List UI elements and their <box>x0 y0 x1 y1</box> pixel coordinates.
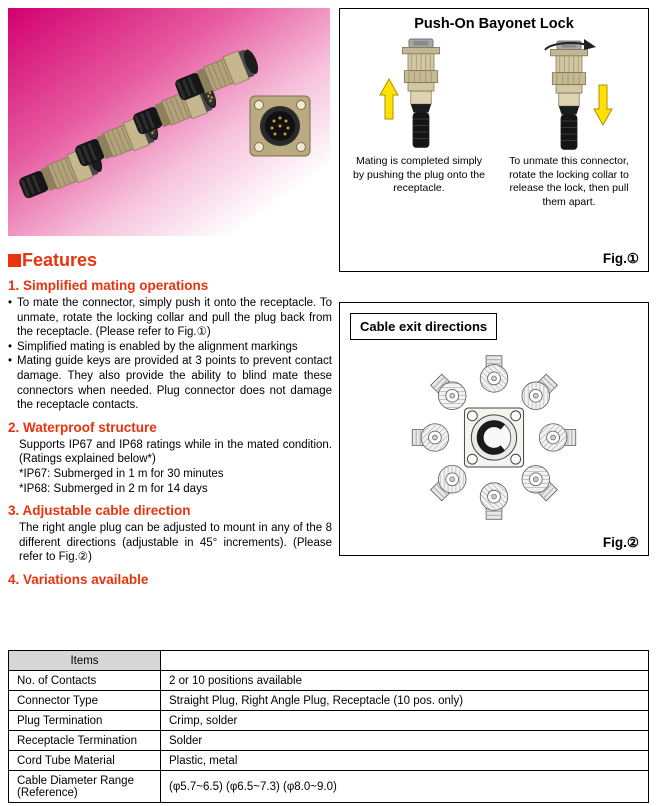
section-2-title: 2. Waterproof structure <box>8 419 157 435</box>
yellow-down-arrow-icon <box>593 84 613 126</box>
bullet-item-3: Mating guide keys are provided at 3 poin… <box>8 354 332 412</box>
rotate-arrow-icon <box>544 39 596 51</box>
row-label: Receptacle Termination <box>8 730 161 751</box>
table-header-row: Items <box>8 650 649 671</box>
cable-exit-diagram <box>411 355 577 520</box>
features-heading: Features <box>8 250 332 271</box>
section-1-title: 1. Simplified mating operations <box>8 278 209 293</box>
row-label: Cable Diameter Range (Reference) <box>8 770 161 803</box>
bullet-1-text: To mate the connector, simply push it on… <box>17 297 332 339</box>
mating-caption: Mating is completed simply by pushing th… <box>353 155 485 195</box>
bullet-item-2: Simplified mating is enabled by the alig… <box>8 340 332 355</box>
bayonet-lock-panel: Push-On Bayonet Lock <box>339 8 649 272</box>
table-header-empty <box>160 650 649 671</box>
yellow-up-arrow-icon <box>379 78 399 120</box>
unmating-figure: To unmate this connector, rotate the loc… <box>496 35 642 210</box>
row-label: Cord Tube Material <box>8 750 161 771</box>
features-heading-text: Features <box>22 250 98 270</box>
table-row: Receptacle Termination Solder <box>8 730 649 751</box>
cable-exit-title: Cable exit directions <box>350 313 498 340</box>
mating-figure: Mating is completed simply by pushing th… <box>346 35 492 210</box>
row-value: 2 or 10 positions available <box>160 670 649 691</box>
row-label: No. of Contacts <box>8 670 161 691</box>
red-square-icon <box>8 254 21 267</box>
row-value: Crimp, solder <box>160 710 649 731</box>
cable-direction-paragraph: The right angle plug can be adjusted to … <box>19 522 332 564</box>
table-header-items: Items <box>8 650 161 671</box>
section-3-title: 3. Adjustable cable direction <box>8 503 191 519</box>
ip67-note: *IP67: Submerged in 1 m for 30 minutes <box>19 467 224 480</box>
unmating-caption: To unmate this connector, rotate the loc… <box>509 155 629 208</box>
table-row: No. of Contacts 2 or 10 positions availa… <box>8 670 649 691</box>
row-value: Straight Plug, Right Angle Plug, Recepta… <box>160 690 649 711</box>
bullet-item-1: To mate the connector, simply push it on… <box>8 296 332 340</box>
fig1-label: Fig.① <box>602 251 639 266</box>
section-4-title: 4. Variations available <box>8 571 149 587</box>
bayonet-panel-title: Push-On Bayonet Lock <box>414 16 574 32</box>
table-row: Connector Type Straight Plug, Right Angl… <box>8 690 649 711</box>
bullet-2-text: Simplified mating is enabled by the alig… <box>17 340 298 353</box>
table-row: Cord Tube Material Plastic, metal <box>8 750 649 771</box>
waterproof-paragraph: Supports IP67 and IP68 ratings while in … <box>19 438 332 466</box>
cable-exit-panel: Cable exit directions <box>339 302 649 556</box>
mating-connector-illustration <box>379 38 441 149</box>
row-value: Solder <box>160 730 649 751</box>
features-column: Features 1. Simplified mating operations… <box>8 250 332 590</box>
product-photo <box>8 8 330 236</box>
bullet-3-text: Mating guide keys are provided at 3 poin… <box>17 355 332 412</box>
table-row: Plug Termination Crimp, solder <box>8 710 649 731</box>
unmating-connector-illustration <box>544 39 613 151</box>
connector-photo-illustration <box>8 8 330 236</box>
table-row: Cable Diameter Range (Reference) (φ5.7~6… <box>8 770 649 803</box>
variations-table: Items No. of Contacts 2 or 10 positions … <box>8 650 649 803</box>
row-label: Connector Type <box>8 690 161 711</box>
fig2-label: Fig.② <box>602 535 639 550</box>
ip68-note: *IP68: Submerged in 2 m for 14 days <box>19 482 208 495</box>
row-label: Plug Termination <box>8 710 161 731</box>
row-value: (φ5.7~6.5) (φ6.5~7.3) (φ8.0~9.0) <box>160 770 649 803</box>
bayonet-figures: Mating is completed simply by pushing th… <box>340 32 648 210</box>
row-value: Plastic, metal <box>160 750 649 771</box>
